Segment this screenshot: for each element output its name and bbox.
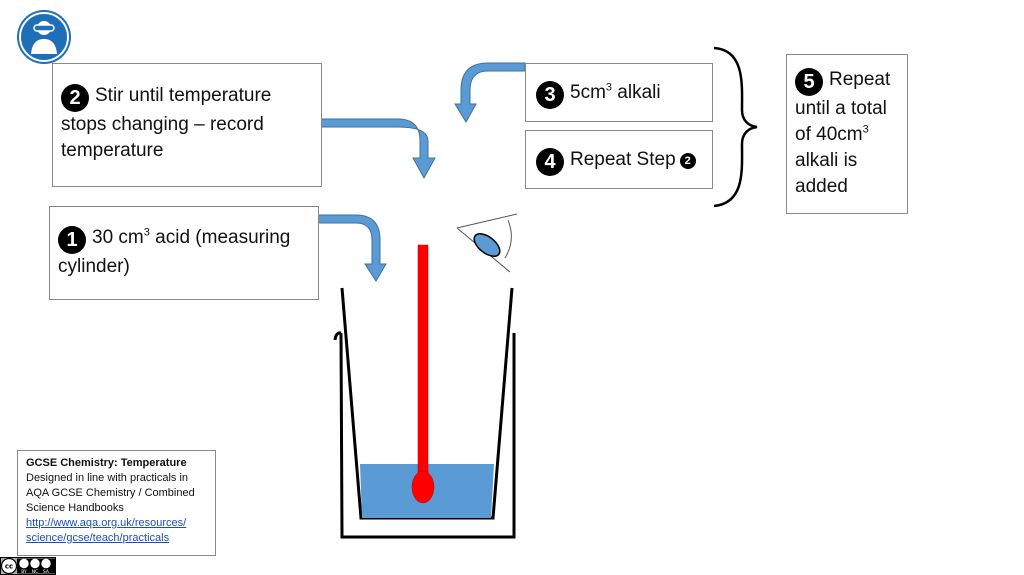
thermometer-stem bbox=[417, 244, 429, 481]
step-number-badge: 3 bbox=[536, 81, 564, 109]
thermometer-bulb bbox=[411, 470, 435, 504]
info-box: GCSE Chemistry: Temperature Designed in … bbox=[17, 450, 216, 556]
info-title: GCSE Chemistry: Temperature bbox=[26, 457, 187, 469]
step-3-text-a: 5cm bbox=[570, 82, 606, 103]
superscript: 3 bbox=[862, 123, 869, 136]
step-ref-badge: 2 bbox=[679, 153, 696, 169]
step-number-badge: 5 bbox=[795, 68, 823, 96]
step-1-text-a: 30 cm bbox=[92, 227, 144, 248]
cc-label-nc: NC bbox=[32, 569, 39, 575]
info-link-line-1[interactable]: http://www.aqa.org.uk/resources/ bbox=[26, 517, 187, 529]
step-5-text-a: Repeat until a total of 40cm bbox=[795, 69, 891, 145]
creative-commons-icon: cc BY NC SA bbox=[0, 557, 56, 575]
info-description: Designed in line with practicals in AQA … bbox=[26, 472, 195, 514]
curly-brace bbox=[713, 46, 758, 208]
step-1-box: 1 30 cm3 acid (measuring cylinder) bbox=[49, 206, 319, 300]
eye-observation-icon bbox=[456, 213, 518, 273]
arrow-step3-to-beaker bbox=[454, 62, 526, 123]
step-2-text: Stir until temperature stops changing – … bbox=[61, 85, 272, 161]
step-number-badge: 2 bbox=[61, 84, 89, 112]
step-5-text-b: alkali is added bbox=[795, 150, 858, 197]
step-1-text-b: acid (measuring cylinder) bbox=[58, 227, 291, 277]
arrow-step2-to-beaker bbox=[320, 118, 436, 180]
step-number-badge: 1 bbox=[58, 226, 86, 254]
step-3-text-b: alkali bbox=[612, 82, 661, 103]
arrow-step1-to-beaker bbox=[317, 214, 387, 282]
goggles-safety-icon bbox=[17, 10, 71, 64]
info-link-line-2[interactable]: science/gcse/teach/practicals bbox=[26, 532, 170, 544]
superscript: 3 bbox=[143, 226, 150, 239]
cc-badge-text: cc bbox=[5, 563, 13, 571]
step-number-badge: 4 bbox=[536, 148, 564, 176]
outer-beaker bbox=[333, 331, 516, 539]
cc-label-sa: SA bbox=[43, 569, 50, 575]
step-4-text: Repeat Step bbox=[570, 149, 676, 170]
superscript: 3 bbox=[605, 81, 613, 94]
cc-label-by: BY bbox=[21, 569, 27, 575]
